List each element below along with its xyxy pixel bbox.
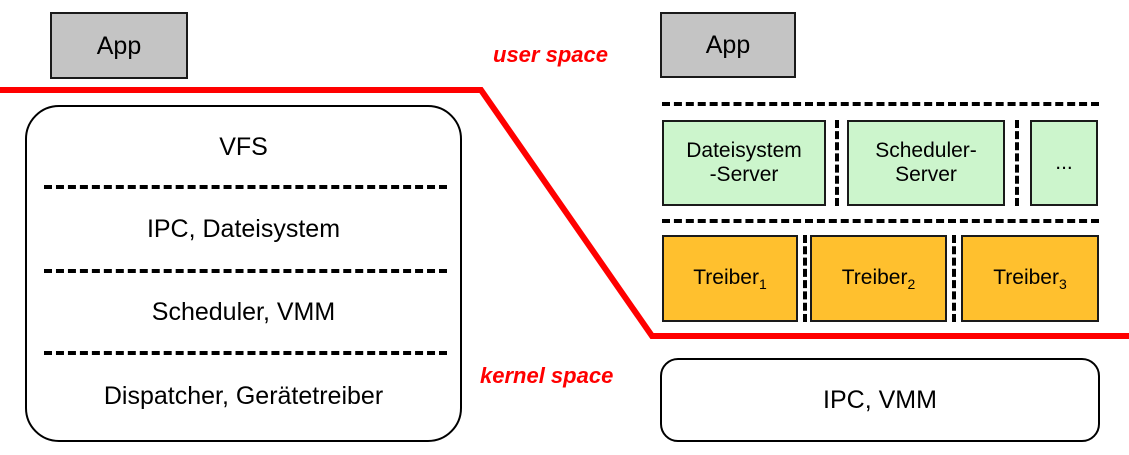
monolithic-layer-label: IPC, Dateisystem: [146, 214, 341, 243]
microkernel-base-box: IPC, VMM: [660, 358, 1100, 442]
driver-label-index: 3: [1058, 276, 1067, 293]
server-label-line1: Scheduler-: [875, 139, 977, 163]
app-box-microkernel: App: [660, 12, 796, 78]
server-box-ellipsis: ...: [1030, 120, 1098, 206]
driver-box-treiber-1: Treiber1: [662, 235, 798, 322]
driver-label-name: Treiber: [841, 265, 908, 289]
server-label: Dateisystem -Server: [686, 139, 802, 186]
driver-separator: [952, 235, 956, 322]
server-label-line1: Dateisystem: [686, 139, 802, 163]
driver-separator: [803, 235, 807, 322]
user-space-label: user space: [493, 42, 608, 67]
monolithic-kernel-container: VFS IPC, Dateisystem Scheduler, VMM Disp…: [25, 105, 462, 442]
microkernel-divider-servers-drivers: [662, 219, 1099, 223]
server-box-scheduler: Scheduler- Server: [847, 120, 1005, 206]
server-separator: [835, 120, 839, 206]
monolithic-layer-scheduler-vmm: Scheduler, VMM: [27, 271, 460, 353]
server-label: Scheduler- Server: [875, 139, 977, 186]
driver-label: Treiber2: [842, 266, 916, 291]
monolithic-layer-label: Dispatcher, Gerätetreiber: [103, 382, 384, 410]
server-label-line1: ...: [1055, 151, 1073, 175]
microkernel-divider-app-servers: [662, 102, 1099, 106]
driver-label-name: Treiber: [993, 265, 1059, 289]
driver-label: Treiber1: [693, 266, 767, 291]
server-separator: [1015, 120, 1019, 206]
app-label-microkernel: App: [705, 31, 751, 59]
monolithic-layer-label: Scheduler, VMM: [151, 297, 336, 326]
server-box-dateisystem: Dateisystem -Server: [662, 120, 826, 206]
monolithic-layer-label: VFS: [219, 132, 268, 161]
driver-label-index: 1: [758, 276, 767, 293]
app-box-monolithic: App: [50, 12, 188, 79]
driver-box-treiber-2: Treiber2: [810, 235, 947, 322]
microkernel-base-label: IPC, VMM: [823, 385, 937, 414]
monolithic-layer-ipc-dateisystem: IPC, Dateisystem: [27, 187, 460, 271]
monolithic-layer-divider: [44, 351, 447, 355]
driver-label: Treiber3: [993, 266, 1067, 291]
server-label-line2: Server: [895, 163, 957, 186]
driver-box-treiber-3: Treiber3: [961, 235, 1099, 322]
kernel-space-label: kernel space: [480, 363, 614, 388]
server-label-line2: -Server: [709, 163, 779, 186]
driver-label-index: 2: [907, 276, 916, 293]
driver-label-name: Treiber: [693, 265, 759, 289]
monolithic-layer-vfs: VFS: [27, 107, 460, 187]
monolithic-layer-dispatcher-geraetetreiber: Dispatcher, Gerätetreiber: [27, 353, 460, 440]
app-label-monolithic: App: [96, 31, 142, 60]
